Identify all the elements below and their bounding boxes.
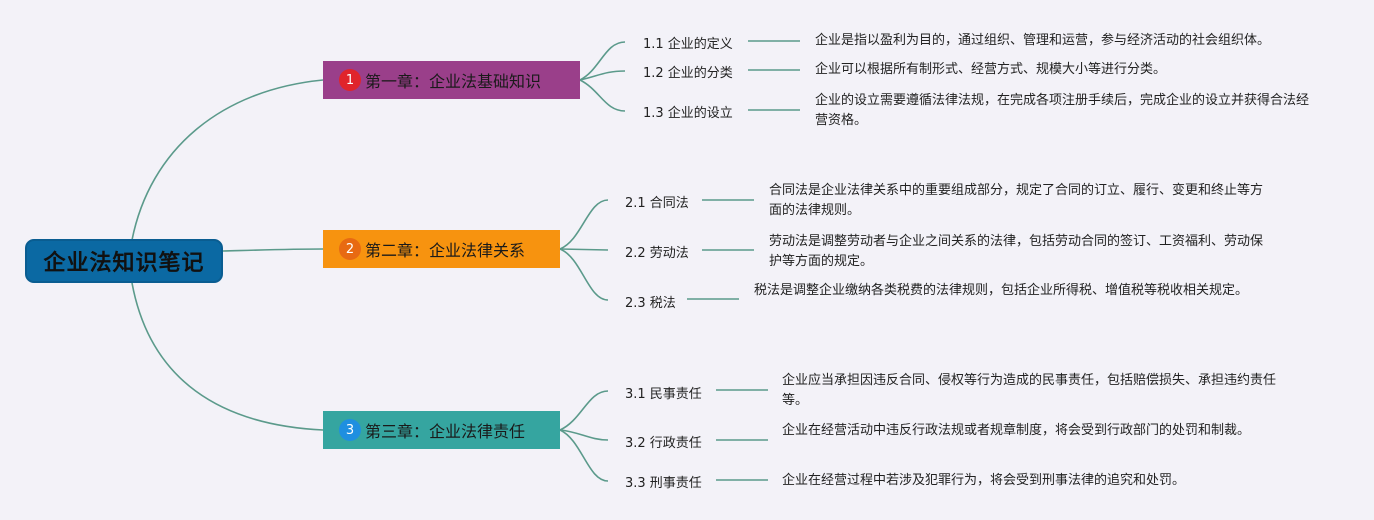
connector-chapter3-s1 [559, 390, 609, 431]
chapter-1-title: 第一章：企业法基础知识 [365, 72, 542, 91]
chapter-3-node[interactable]: 3 第三章：企业法律责任 [323, 411, 560, 449]
section-1-2-description: 企业可以根据所有制形式、经营方式、规模大小等进行分类。 [815, 62, 1167, 77]
chapter-1-node[interactable]: 1 第一章：企业法基础知识 [323, 61, 580, 99]
chapter-3-title: 第三章：企业法律责任 [365, 422, 526, 441]
chapter-2-node[interactable]: 2 第二章：企业法律关系 [323, 230, 560, 268]
section-3-2[interactable]: 3.2 行政责任 [625, 436, 702, 451]
connector-chapter1-s3 [579, 79, 626, 112]
root-node[interactable]: 企业法知识笔记 [25, 239, 223, 283]
section-2-1-description: 合同法是企业法律关系中的重要组成部分，规定了合同的订立、履行、变更和终止等方面的… [769, 183, 1264, 218]
chapter-3-badge: 3 [339, 419, 361, 441]
section-3-1-description: 企业应当承担因违反合同、侵权等行为造成的民事责任，包括赔偿损失、承担违约责任等。 [782, 373, 1277, 408]
section-1-1-description: 企业是指以盈利为目的，通过组织、管理和运营，参与经济活动的社会组织体。 [815, 33, 1271, 48]
section-2-2[interactable]: 2.2 劳动法 [625, 246, 689, 261]
chapter-1-badge: 1 [339, 69, 361, 91]
connector-chapter2-s3 [559, 248, 609, 301]
section-1-1[interactable]: 1.1 企业的定义 [643, 37, 733, 52]
section-2-2-description: 劳动法是调整劳动者与企业之间关系的法律，包括劳动合同的签订、工资福利、劳动保护等… [769, 234, 1264, 269]
section-3-2-description: 企业在经营活动中违反行政法规或者规章制度，将会受到行政部门的处罚和制裁。 [782, 423, 1251, 438]
section-1-2[interactable]: 1.2 企业的分类 [643, 66, 733, 81]
section-1-3[interactable]: 1.3 企业的设立 [643, 106, 733, 121]
section-3-3[interactable]: 3.3 刑事责任 [625, 476, 702, 491]
chapter-2-title: 第二章：企业法律关系 [365, 241, 526, 260]
connector-chapter2-s2 [559, 248, 609, 251]
connector-chapter3-s2 [559, 429, 609, 441]
section-1-3-description: 企业的设立需要遵循法律法规，在完成各项注册手续后，完成企业的设立并获得合法经营资… [815, 93, 1310, 128]
connector-chapter1-s1 [579, 41, 626, 81]
root-title: 企业法知识笔记 [43, 251, 205, 276]
connector-chapter3-s3 [559, 429, 609, 482]
section-3-1[interactable]: 3.1 民事责任 [625, 387, 702, 402]
section-2-3[interactable]: 2.3 税法 [625, 296, 676, 311]
connector-root-chapter-2 [222, 248, 324, 252]
connector-root-chapter-1 [131, 79, 324, 241]
section-2-3-description: 税法是调整企业缴纳各类税费的法律规则，包括企业所得税、增值税等税收相关规定。 [754, 283, 1249, 298]
section-3-3-description: 企业在经营过程中若涉及犯罪行为，将会受到刑事法律的追究和处罚。 [782, 473, 1186, 488]
connector-root-chapter-3 [131, 282, 324, 431]
connector-chapter2-s1 [559, 199, 609, 250]
connector-chapter1-s2 [579, 70, 626, 81]
chapter-2-badge: 2 [339, 238, 361, 260]
section-2-1[interactable]: 2.1 合同法 [625, 196, 689, 211]
